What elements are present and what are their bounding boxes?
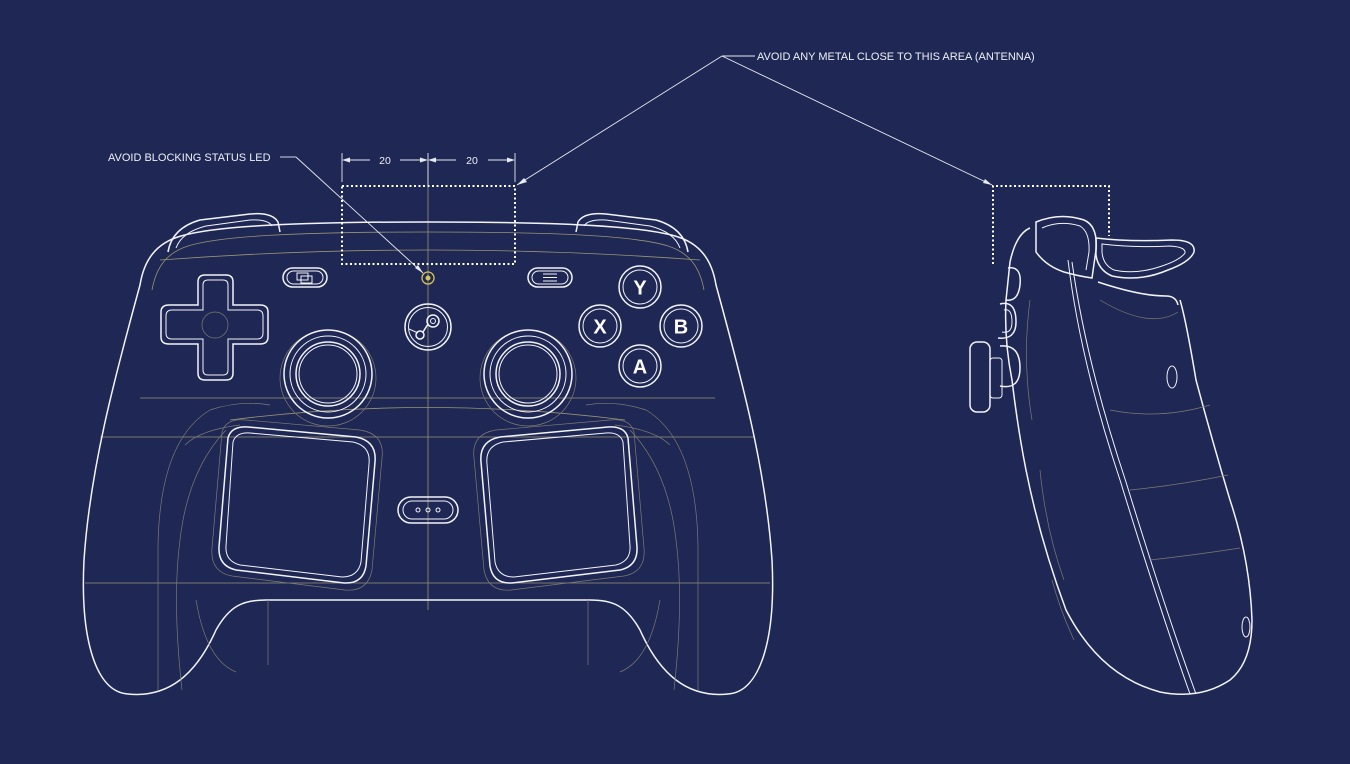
side-port-bottom xyxy=(1241,616,1251,638)
face-button-a-label: A xyxy=(633,357,647,379)
antenna-leaders xyxy=(516,55,993,186)
controller-front-view: Y X B A xyxy=(82,160,774,696)
right-bumper xyxy=(575,212,689,253)
face-button-x-label: X xyxy=(593,317,607,339)
steam-logo-icon xyxy=(408,314,440,340)
quick-access-button[interactable] xyxy=(397,496,459,524)
status-led-annotation: AVOID BLOCKING STATUS LED xyxy=(108,152,271,164)
dimension-right-value: 20 xyxy=(466,155,478,167)
right-trackpad[interactable] xyxy=(473,419,645,591)
dimension-lines xyxy=(341,153,516,186)
side-thumbstick xyxy=(969,341,1003,413)
side-port xyxy=(1166,365,1178,389)
controller-side-view xyxy=(969,185,1253,695)
dimension-left-value: 20 xyxy=(379,155,391,167)
antenna-keepout-zone-front xyxy=(341,185,516,265)
side-face-buttons xyxy=(997,267,1021,388)
view-button[interactable] xyxy=(282,267,328,288)
face-button-b-label: B xyxy=(674,317,688,339)
hamburger-icon xyxy=(543,273,557,282)
left-bumper-inner xyxy=(175,219,273,249)
right-thumbstick[interactable] xyxy=(479,329,577,427)
status-led-leader xyxy=(280,156,424,274)
controller-body-inner-edge xyxy=(427,231,705,291)
status-led xyxy=(421,271,435,285)
right-bumper-inner xyxy=(583,219,681,249)
antenna-keepout-zone-side xyxy=(992,185,1110,264)
face-button-y[interactable]: Y xyxy=(618,265,662,309)
side-bumper xyxy=(1035,215,1097,279)
three-dots-icon xyxy=(415,507,441,513)
side-trigger xyxy=(1095,237,1195,306)
construction-lines xyxy=(85,160,770,610)
side-body-outline xyxy=(1004,227,1253,695)
grip-contours xyxy=(157,403,699,691)
dpad[interactable] xyxy=(160,274,269,381)
steam-button[interactable] xyxy=(404,303,452,351)
left-thumbstick[interactable] xyxy=(279,329,377,427)
menu-button[interactable] xyxy=(527,267,573,288)
left-bumper xyxy=(167,212,281,253)
antenna-annotation: AVOID ANY METAL CLOSE TO THIS AREA (ANTE… xyxy=(757,51,1035,63)
controller-body-outline xyxy=(82,221,774,696)
face-button-a[interactable]: A xyxy=(618,344,662,388)
face-button-b[interactable]: B xyxy=(659,304,703,348)
face-button-y-label: Y xyxy=(633,278,647,300)
left-trackpad[interactable] xyxy=(211,419,383,591)
face-button-x[interactable]: X xyxy=(578,304,622,348)
overlapping-windows-icon xyxy=(296,272,313,284)
